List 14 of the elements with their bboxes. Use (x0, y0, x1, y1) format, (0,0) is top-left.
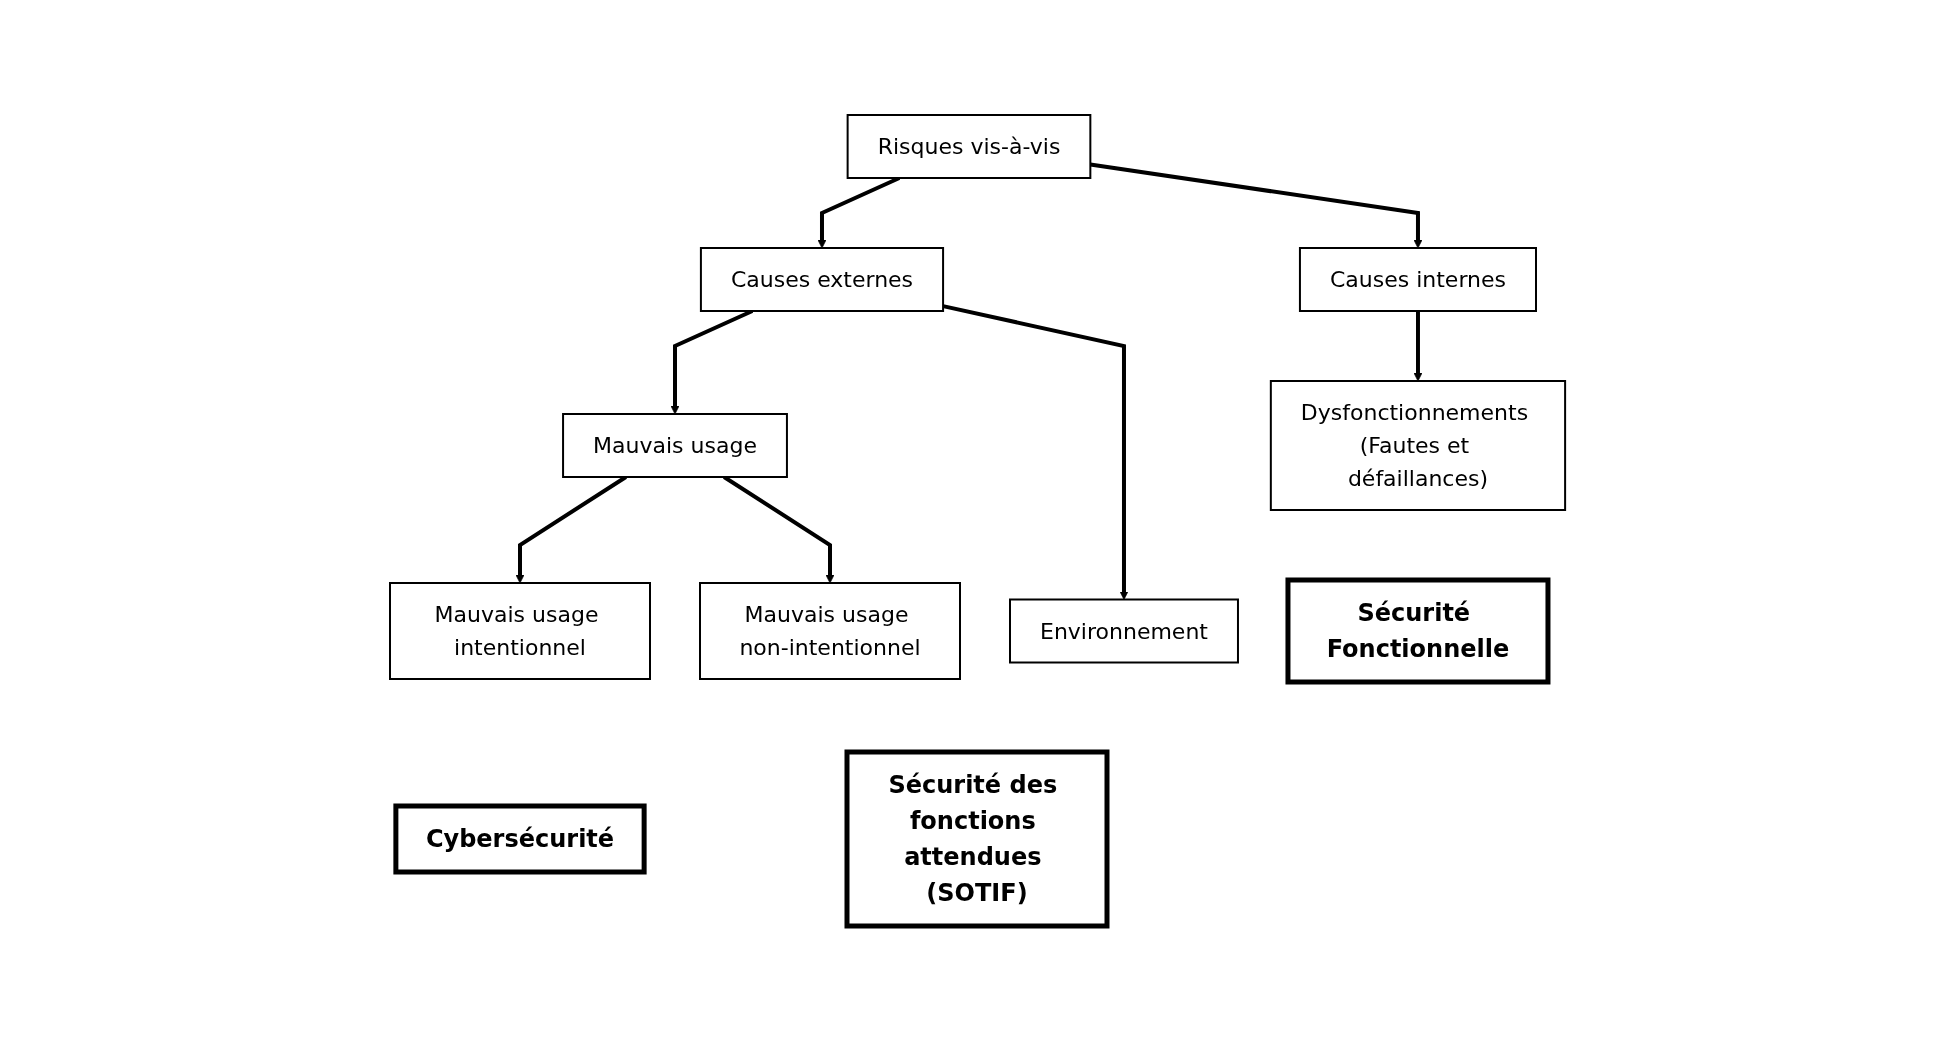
arrow (1090, 162, 1423, 248)
node-box: Risques vis-à-vis (846, 113, 1092, 179)
arrow (942, 303, 1129, 600)
node-box: Mauvais usage intentionnel (388, 581, 651, 680)
node-box: Sécurité Fonctionnelle (1285, 577, 1551, 684)
node-box: Environnement (1008, 598, 1239, 663)
node-box: Cybersécurité (393, 803, 647, 874)
node-box: Causes externes (699, 246, 944, 312)
node-box: Dysfonctionnements (Fautes et défaillances) (1269, 379, 1567, 511)
node-box: Sécurité des fonctions attendues (SOTIF) (844, 749, 1110, 928)
node-box: Mauvais usage (562, 412, 788, 478)
arrow (1413, 310, 1423, 381)
node-box: Causes internes (1298, 246, 1537, 312)
node-box: Mauvais usage non-intentionnel (698, 581, 961, 680)
